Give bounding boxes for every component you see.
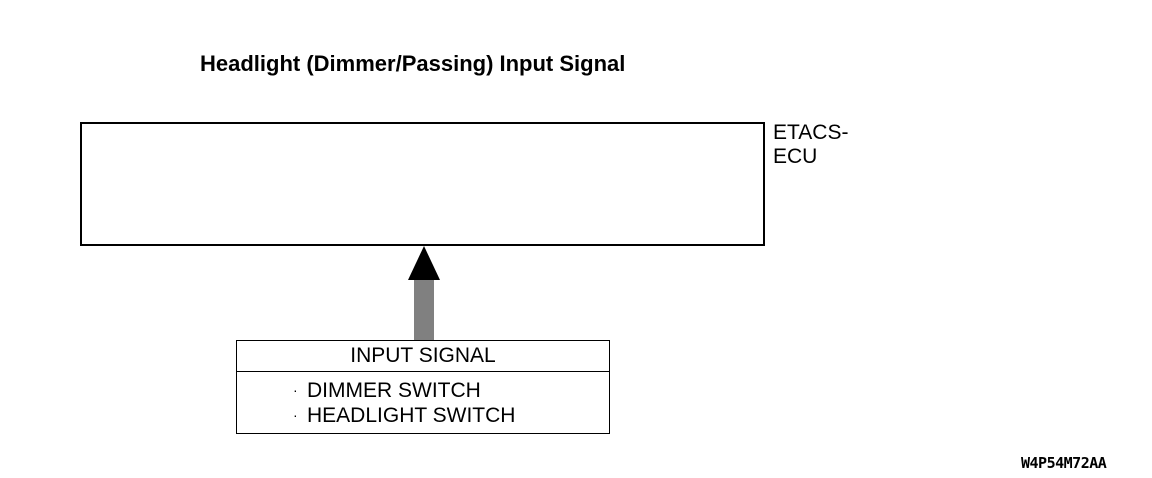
input-signal-item: · HEADLIGHT SWITCH <box>292 403 515 428</box>
input-signal-box: INPUT SIGNAL · DIMMER SWITCH · HEADLIGHT… <box>236 340 610 434</box>
etacs-ecu-box <box>80 122 765 246</box>
input-signal-header: INPUT SIGNAL <box>237 341 609 372</box>
bullet-icon: · <box>293 382 298 398</box>
input-signal-list: · DIMMER SWITCH · HEADLIGHT SWITCH <box>292 378 515 428</box>
signal-flow-arrow <box>408 246 440 340</box>
ecu-label-line-1: ETACS- <box>773 121 849 144</box>
bullet-icon: · <box>293 407 298 423</box>
arrow-shaft <box>414 280 434 340</box>
input-signal-item: · DIMMER SWITCH <box>292 378 515 403</box>
input-signal-item-label: DIMMER SWITCH <box>307 379 481 402</box>
figure-code: W4P54M72AA <box>1021 454 1107 472</box>
etacs-ecu-label: ETACS- ECU <box>773 121 848 169</box>
input-signal-item-label: HEADLIGHT SWITCH <box>307 404 516 427</box>
arrow-head <box>408 246 440 280</box>
ecu-label-line-2: ECU <box>773 145 818 168</box>
diagram-title: Headlight (Dimmer/Passing) Input Signal <box>200 51 626 76</box>
